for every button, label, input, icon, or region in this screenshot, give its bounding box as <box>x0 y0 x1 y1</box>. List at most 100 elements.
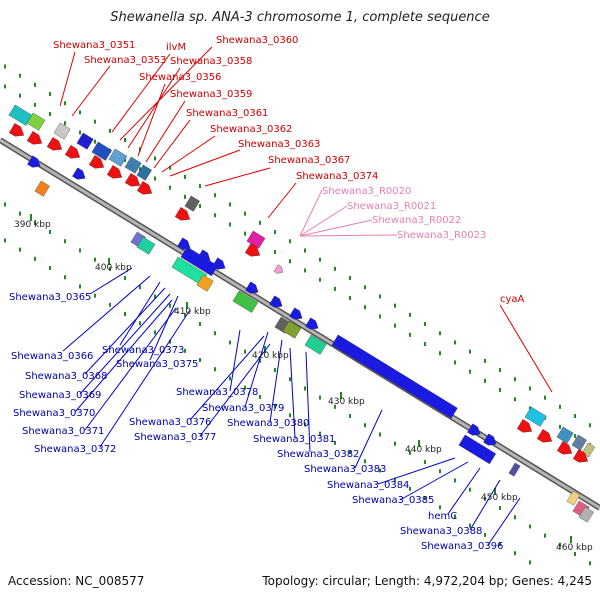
gene-label[interactable]: Shewana3_0368 <box>25 371 107 382</box>
tick-mark <box>274 404 276 409</box>
gene-label[interactable]: Shewana3_0360 <box>216 35 298 46</box>
tick-mark <box>469 349 471 354</box>
gene-label[interactable]: Shewana3_0381 <box>253 434 335 445</box>
kbp-label-390: 390 kbp <box>14 220 51 230</box>
gene-label[interactable]: Shewana3_0383 <box>304 464 386 475</box>
tick-mark <box>289 413 291 418</box>
tick-mark <box>169 303 171 308</box>
tick-mark <box>154 330 156 335</box>
gene-label[interactable]: Shewana3_0378 <box>176 387 258 398</box>
kbp-tick <box>340 392 342 399</box>
tick-mark <box>454 514 456 519</box>
tick-mark <box>139 167 141 172</box>
tick-mark <box>64 121 66 126</box>
tick-mark <box>64 275 66 280</box>
tick-mark <box>49 230 51 235</box>
tick-mark <box>304 248 306 253</box>
gene-label[interactable]: Shewana3_0351 <box>53 40 135 51</box>
tick-mark <box>424 322 426 327</box>
gene-arrow <box>136 181 153 195</box>
gene-label[interactable]: Shewana3_0372 <box>34 444 116 455</box>
leader-line <box>299 205 348 237</box>
leader-line <box>299 219 373 237</box>
gene-label[interactable]: Shewana3_0385 <box>352 495 434 506</box>
gene-label[interactable]: Shewana3_0388 <box>400 526 482 537</box>
gene-label[interactable]: Shewana3_0369 <box>19 390 101 401</box>
gene-label[interactable]: Shewana3_0353 <box>84 55 166 66</box>
gene-label[interactable]: Shewana3_0361 <box>186 108 268 119</box>
gene-label[interactable]: Shewana3_0359 <box>170 89 252 100</box>
gene-label[interactable]: Shewana3_0366 <box>11 351 93 362</box>
gene-label[interactable]: Shewana3_0377 <box>134 432 216 443</box>
gene-feature <box>571 434 587 451</box>
gene-box <box>566 490 581 506</box>
tick-mark <box>364 285 366 290</box>
gene-label[interactable]: Shewana3_0358 <box>170 56 252 67</box>
gene-label[interactable]: Shewana3_0375 <box>116 359 198 370</box>
gene-box <box>304 334 327 355</box>
gene-label[interactable]: Shewana3_0370 <box>13 408 95 419</box>
tick-mark <box>334 404 336 409</box>
leader-line <box>59 51 76 107</box>
tick-mark <box>49 92 51 97</box>
gene-label[interactable]: Shewana3_0373 <box>102 345 184 356</box>
leader-line <box>84 307 177 431</box>
leader-line <box>289 347 296 439</box>
gene-label[interactable]: Shewana3_0382 <box>277 449 359 460</box>
tick-mark <box>349 276 351 281</box>
gene-label[interactable]: Shewana3_0380 <box>227 418 309 429</box>
tick-mark <box>49 112 51 117</box>
gene-label[interactable]: Shewana3_0384 <box>327 480 409 491</box>
gene-arrow <box>572 449 589 463</box>
gene-label[interactable]: hemC <box>428 511 457 522</box>
gene-label[interactable]: Shewana3_0396 <box>421 541 503 552</box>
tick-mark <box>409 332 411 337</box>
gene-label[interactable]: Shewana3_0374 <box>296 171 378 182</box>
gene-feature <box>136 236 156 255</box>
gene-label[interactable]: Shewana3_0376 <box>129 417 211 428</box>
gene-feature <box>26 112 46 131</box>
gene-box <box>136 164 152 181</box>
tick-mark <box>349 450 351 455</box>
accession-text: Accession: NC_008577 <box>8 574 145 588</box>
topology-text: Topology: circular; Length: 4,972,204 bp… <box>262 574 592 588</box>
tick-mark <box>439 505 441 510</box>
gene-feature <box>483 433 497 446</box>
tick-mark <box>34 82 36 87</box>
gene-feature <box>572 449 589 463</box>
leader-line <box>149 295 179 361</box>
gene-label[interactable]: ilvM <box>166 42 186 53</box>
tick-mark <box>394 323 396 328</box>
tick-mark <box>79 110 81 115</box>
leader-line <box>354 409 383 469</box>
gene-feature <box>27 155 41 168</box>
tick-mark <box>64 239 66 244</box>
tick-mark <box>544 533 546 538</box>
gene-feature <box>245 281 259 294</box>
rna-gene-labels: Shewana3_R0020 Shewana3_R0021 Shewana3_R… <box>322 186 486 241</box>
tick-mark <box>94 139 96 144</box>
rna-label[interactable]: Shewana3_R0021 <box>347 201 436 212</box>
tick-mark <box>34 256 36 261</box>
gene-feature <box>136 164 152 181</box>
leader-line <box>229 329 241 392</box>
gene-label[interactable]: Shewana3_0367 <box>268 155 350 166</box>
tick-mark <box>349 414 351 419</box>
gene-feature <box>8 123 25 137</box>
rna-label[interactable]: Shewana3_R0020 <box>322 186 411 197</box>
gene-label[interactable]: Shewana3_0371 <box>22 426 104 437</box>
gene-label[interactable]: Shewana3_0362 <box>210 124 292 135</box>
tick-mark <box>34 102 36 107</box>
tick-mark <box>379 432 381 437</box>
gene-label[interactable]: Shewana3_0363 <box>238 139 320 150</box>
rna-label[interactable]: Shewana3_R0022 <box>372 215 461 226</box>
gene-label[interactable]: cyaA <box>500 294 525 305</box>
gene-arrow <box>26 131 43 145</box>
tick-mark <box>124 158 126 163</box>
gene-label[interactable]: Shewana3_0356 <box>139 72 221 83</box>
gene-label[interactable]: Shewana3_0379 <box>202 403 284 414</box>
rna-label[interactable]: Shewana3_R0023 <box>397 230 486 241</box>
tick-mark <box>304 268 306 273</box>
gene-label[interactable]: Shewana3_0365 <box>9 292 91 303</box>
tick-mark <box>19 211 21 216</box>
